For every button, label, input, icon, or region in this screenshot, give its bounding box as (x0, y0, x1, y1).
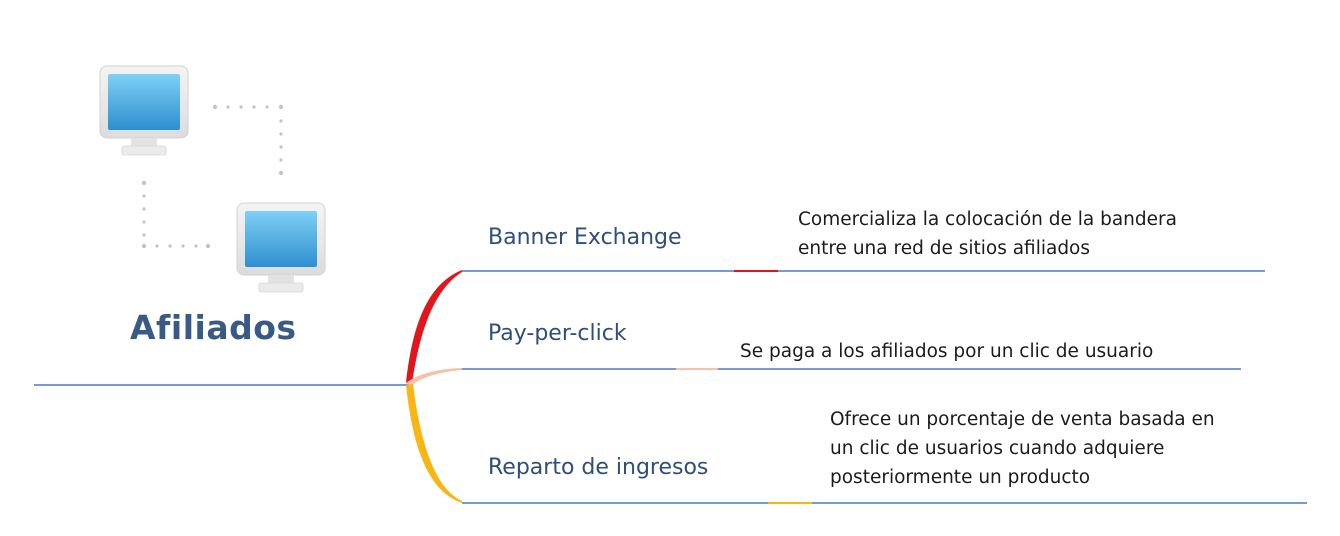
branch-label: Reparto de ingresos (488, 455, 709, 480)
branch-label: Pay-per-click (488, 321, 627, 346)
computer-icon (99, 65, 189, 156)
root-title: Afiliados (130, 308, 297, 347)
branch-description: Comercializa la colocación de la bandera… (798, 205, 1177, 263)
description-line: Se paga a los afiliados por un clic de u… (740, 341, 1154, 362)
branch-1-curve (406, 270, 462, 384)
description-line: Ofrece un porcentaje de venta basada en (830, 409, 1215, 430)
description-line: entre una red de sitios afiliados (798, 238, 1091, 259)
branch-2-curve (406, 368, 462, 386)
description-line: posteriormente un producto (830, 467, 1091, 488)
description-line: un clic de usuarios cuando adquiere (830, 438, 1165, 459)
computer-icon (236, 202, 326, 293)
branch-description: Se paga a los afiliados por un clic de u… (740, 337, 1153, 366)
network-connector (141, 104, 284, 249)
branch-label: Banner Exchange (488, 225, 682, 250)
description-line: Comercializa la colocación de la bandera (798, 209, 1177, 230)
branch-3-curve (406, 384, 462, 503)
branch-description: Ofrece un porcentaje de venta basada en … (830, 405, 1215, 492)
